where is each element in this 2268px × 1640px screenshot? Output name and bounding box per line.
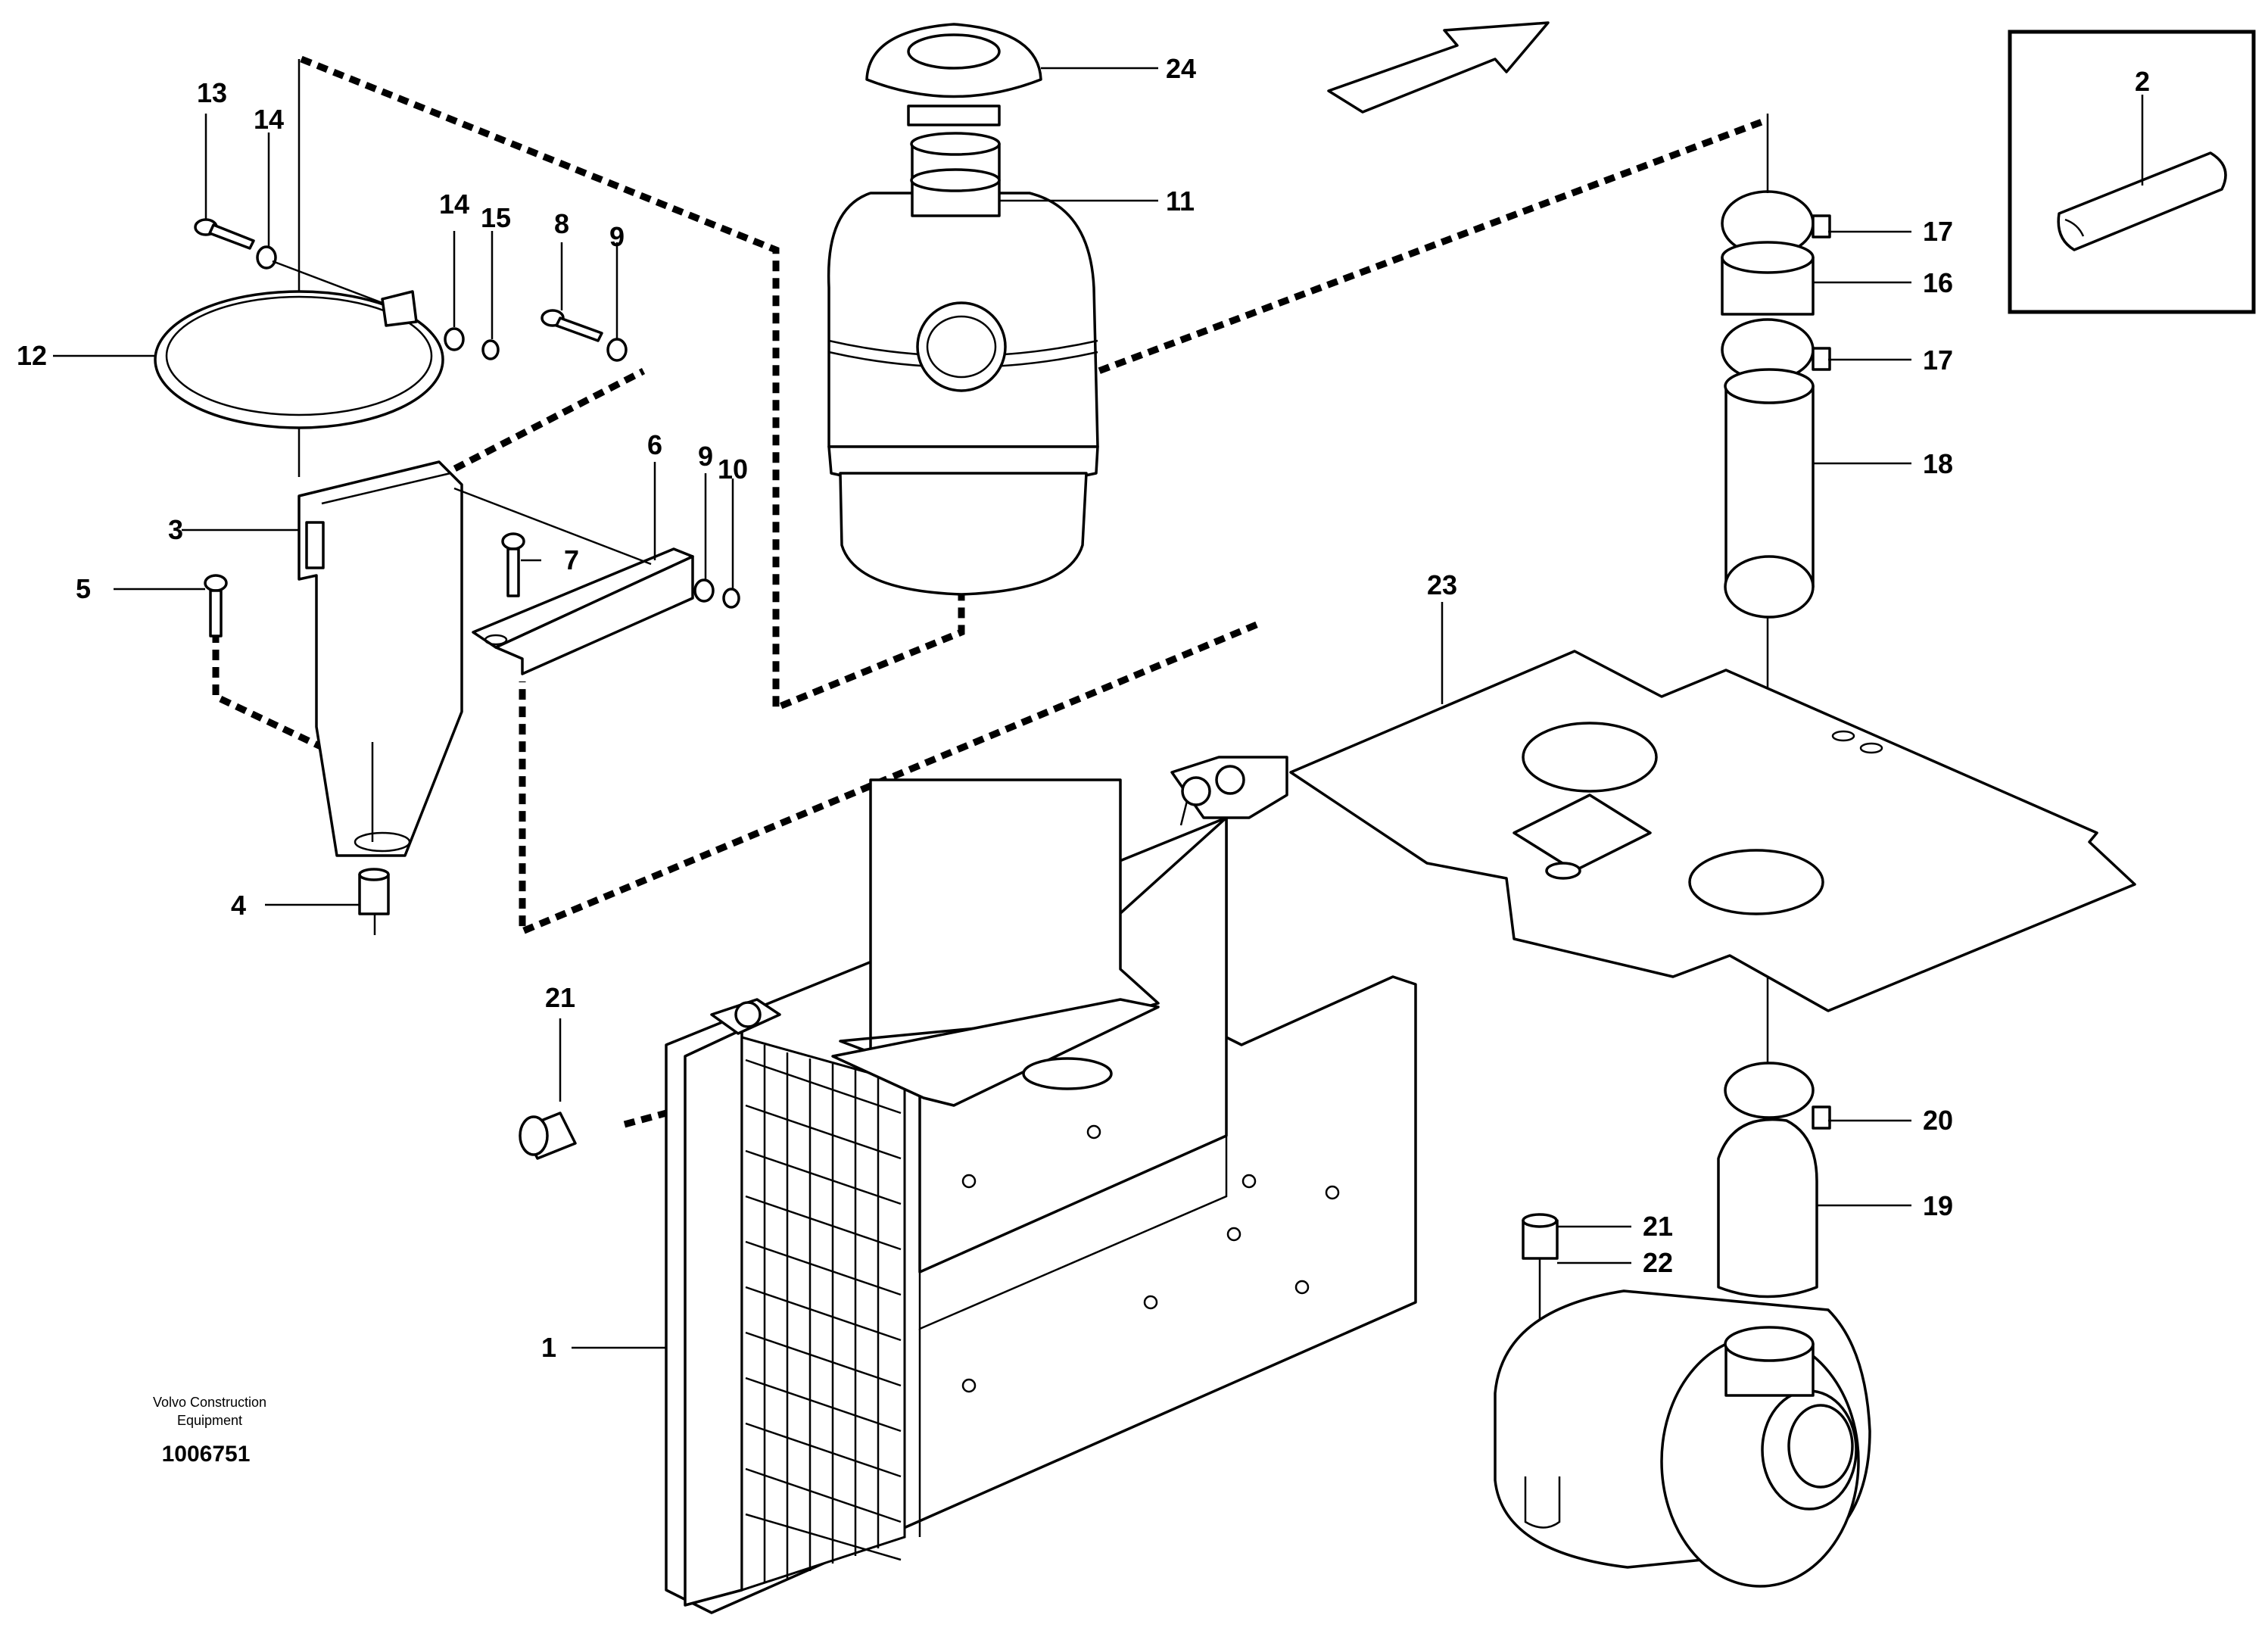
callout-9a: 9 bbox=[609, 221, 625, 252]
part-6-plate bbox=[453, 462, 740, 675]
callout-19: 19 bbox=[1923, 1190, 1953, 1221]
callout-23: 23 bbox=[1427, 569, 1457, 600]
callout-17b: 17 bbox=[1923, 345, 1953, 376]
direction-arrow bbox=[1327, 21, 1550, 114]
part-11-air-cleaner bbox=[827, 132, 1158, 596]
fasteners-left bbox=[114, 114, 628, 638]
part-23-gasket bbox=[1289, 602, 2136, 1012]
callout-1: 1 bbox=[541, 1332, 556, 1363]
callout-14a: 14 bbox=[254, 104, 284, 135]
callout-12: 12 bbox=[17, 340, 47, 371]
callout-13: 13 bbox=[197, 77, 227, 108]
part-12-strap bbox=[53, 290, 444, 429]
callout-21b: 21 bbox=[1643, 1211, 1673, 1242]
brand-line-2: Equipment bbox=[177, 1413, 242, 1428]
callout-20: 20 bbox=[1923, 1105, 1953, 1136]
part-3-bracket bbox=[182, 59, 463, 935]
brand-block: Volvo Construction Equipment 1006751 bbox=[153, 1395, 266, 1467]
callout-11: 11 bbox=[1166, 186, 1195, 217]
part-21-spacer-left bbox=[519, 1018, 577, 1160]
callout-15: 15 bbox=[481, 202, 511, 233]
brand-line-1: Volvo Construction bbox=[153, 1395, 266, 1410]
callout-labels: 1 2 3 4 5 6 7 8 9 9 10 11 12 13 14 14 15… bbox=[17, 53, 2150, 1363]
callout-5: 5 bbox=[76, 573, 91, 604]
drawing-number: 1006751 bbox=[162, 1442, 251, 1467]
part-24-rain-cap bbox=[865, 23, 1158, 126]
parts-16-20-hoses bbox=[1717, 114, 1911, 1299]
grille-pattern bbox=[745, 1045, 902, 1582]
callout-21a: 21 bbox=[545, 982, 575, 1013]
callout-17a: 17 bbox=[1923, 216, 1953, 247]
callout-6: 6 bbox=[647, 429, 662, 460]
callout-18: 18 bbox=[1923, 448, 1953, 479]
callout-9b: 9 bbox=[698, 441, 713, 472]
callout-8: 8 bbox=[554, 208, 569, 239]
callout-4: 4 bbox=[231, 890, 246, 921]
callout-10: 10 bbox=[718, 454, 748, 485]
callout-22: 22 bbox=[1643, 1247, 1673, 1278]
pre-cleaner-canister bbox=[1494, 1213, 1871, 1588]
callout-2: 2 bbox=[2135, 66, 2150, 97]
callout-7: 7 bbox=[564, 544, 579, 575]
callout-16: 16 bbox=[1923, 267, 1953, 298]
callout-24: 24 bbox=[1166, 53, 1196, 84]
callout-3: 3 bbox=[168, 514, 183, 545]
part-1-enclosure bbox=[572, 756, 1417, 1614]
callout-14b: 14 bbox=[439, 189, 469, 220]
inset-box-part-2 bbox=[2008, 30, 2256, 314]
